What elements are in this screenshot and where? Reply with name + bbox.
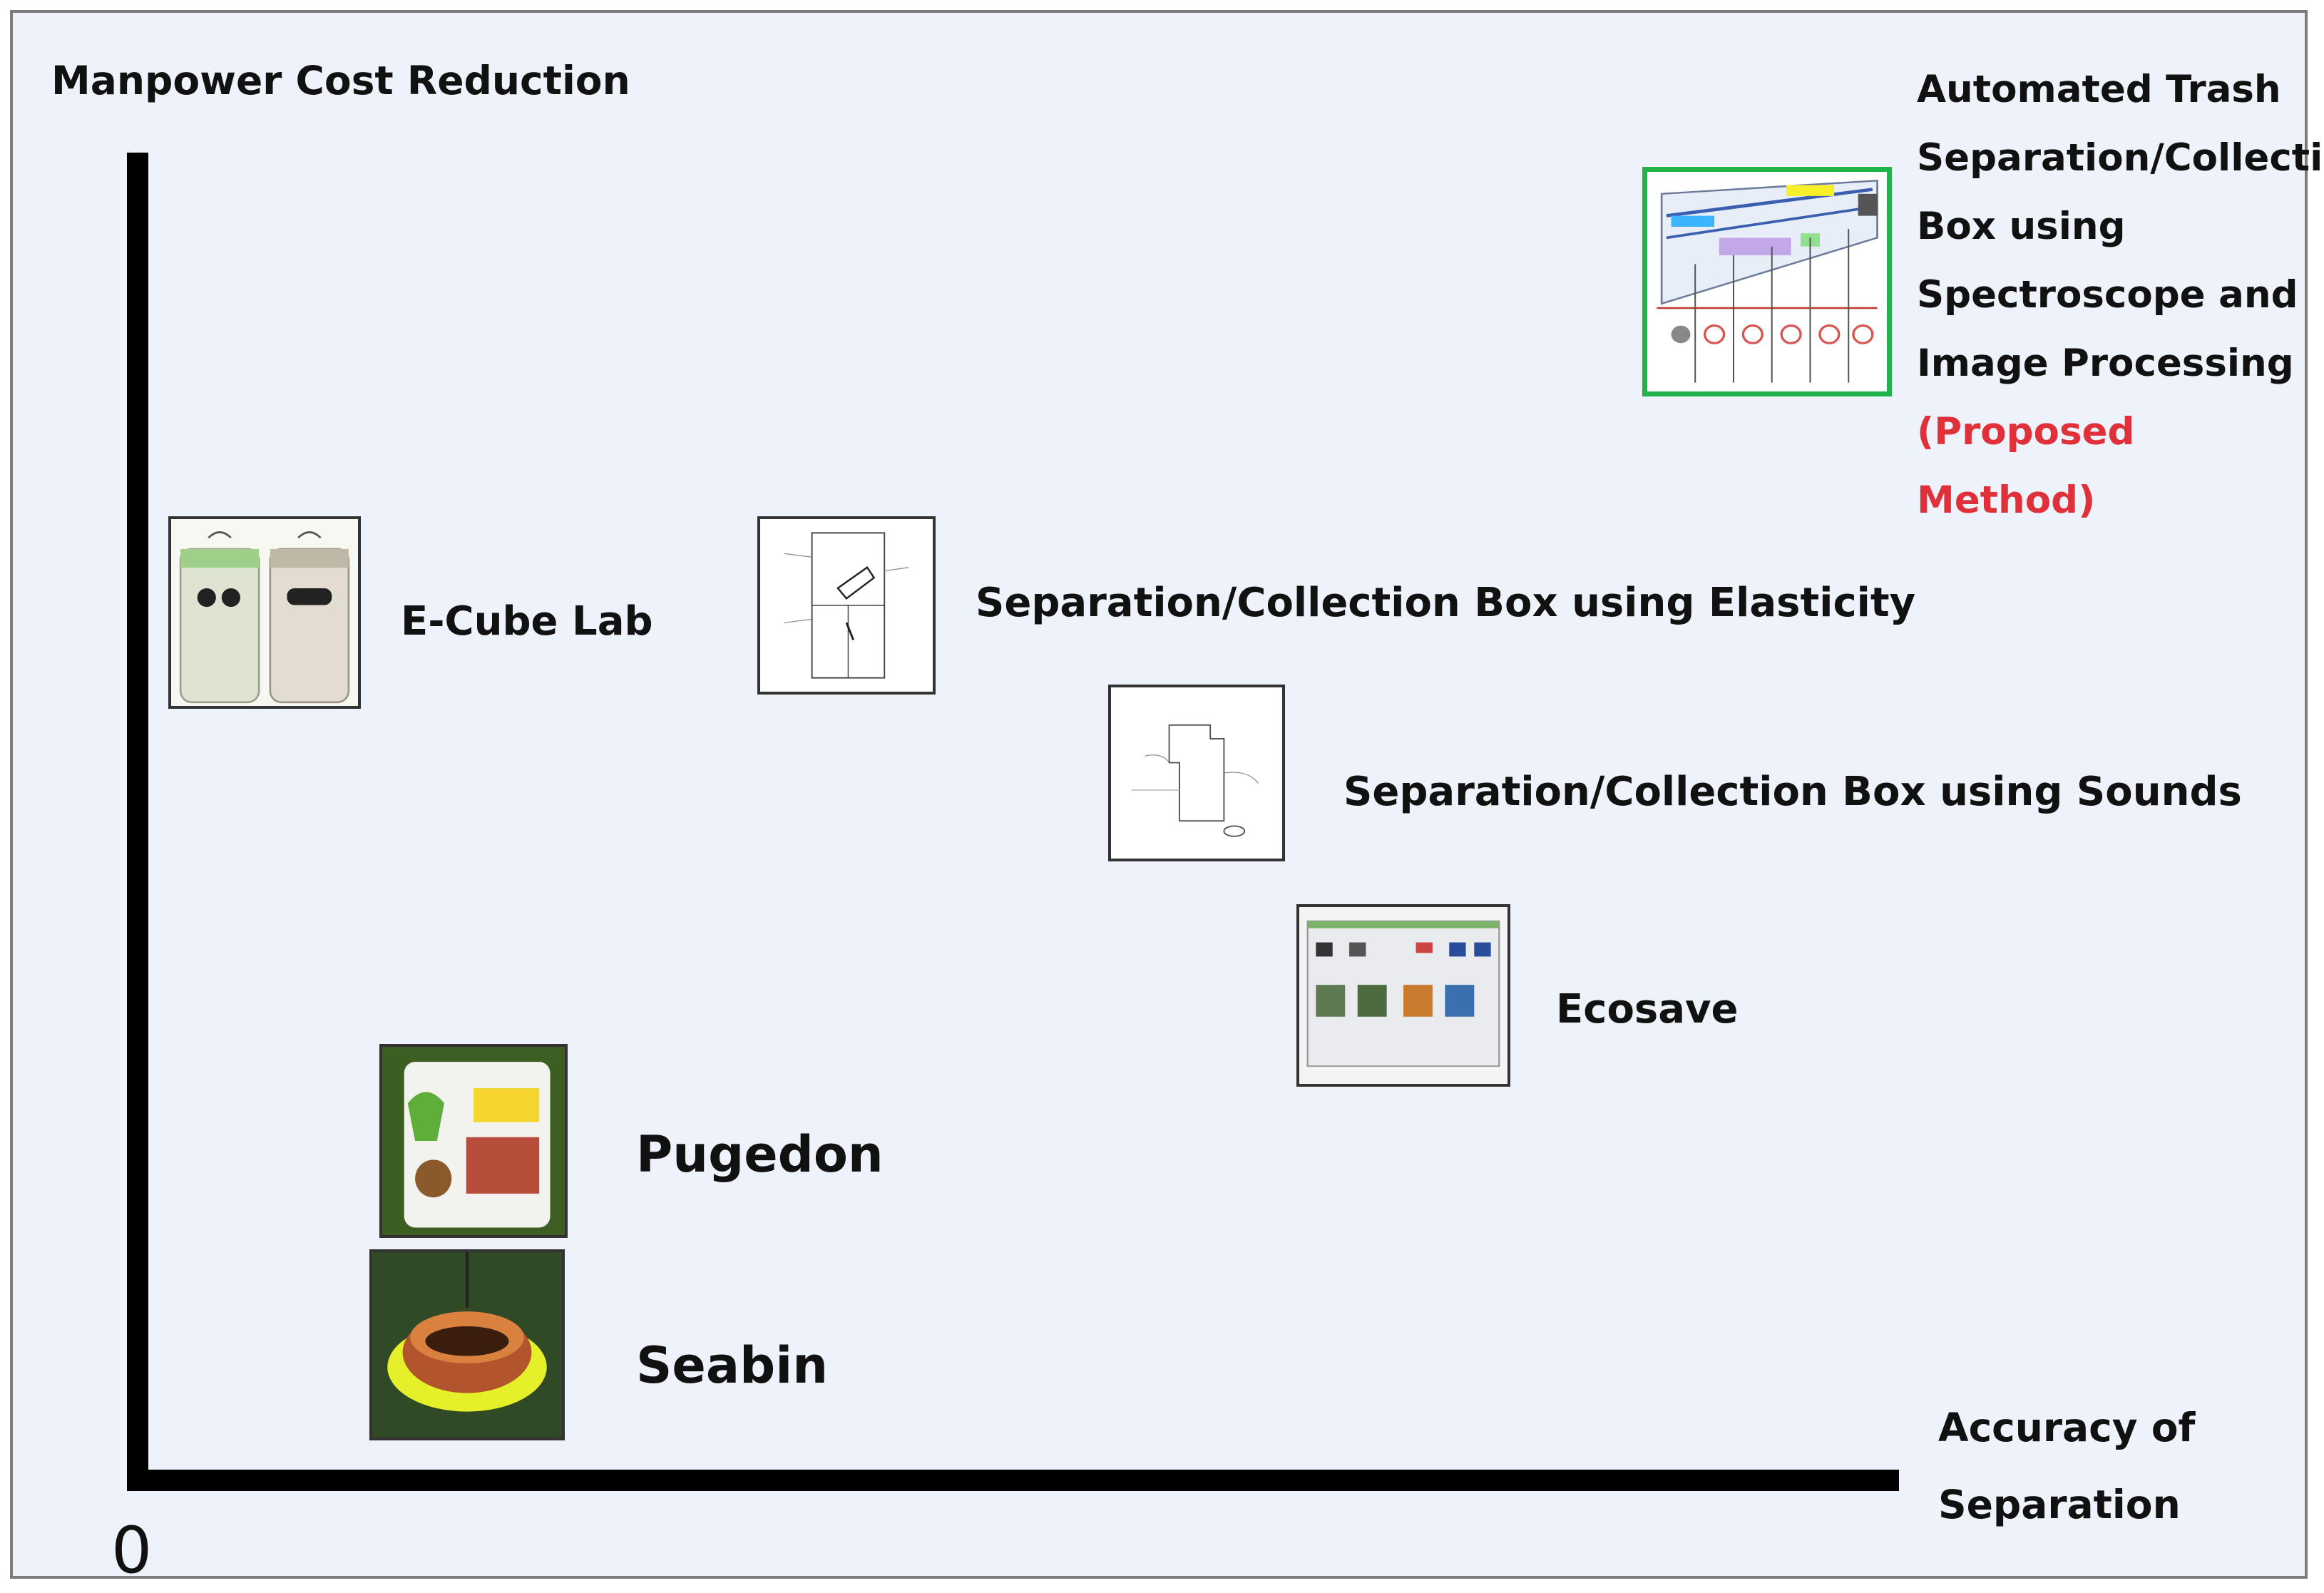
ecube-lab-label: E-Cube Lab bbox=[401, 598, 653, 645]
proposed-method-label: Automated Trash Separation/Collection Bo… bbox=[1917, 56, 2324, 535]
seabin-photo bbox=[369, 1249, 565, 1440]
origin-label: 0 bbox=[111, 1513, 153, 1588]
proposed-title-line-3: Box using bbox=[1917, 205, 2126, 248]
ecube-lab-photo bbox=[168, 516, 361, 709]
sounds-label: Separation/Collection Box using Sounds bbox=[1343, 769, 2242, 815]
y-axis-line bbox=[127, 153, 148, 1490]
diagram-frame: Manpower Cost Reduction Accuracy of Sepa… bbox=[10, 10, 2324, 1583]
elasticity-label: Separation/Collection Box using Elastici… bbox=[976, 580, 1916, 626]
ecosave-label: Ecosave bbox=[1556, 986, 1739, 1033]
pugedon-label: Pugedon bbox=[636, 1125, 884, 1184]
pugedon-photo bbox=[379, 1044, 568, 1238]
proposed-title-line-1: Automated Trash bbox=[1917, 68, 2281, 111]
elasticity-patent-drawing bbox=[757, 516, 936, 695]
y-axis-title: Manpower Cost Reduction bbox=[51, 58, 630, 103]
seabin-label: Seabin bbox=[636, 1336, 829, 1395]
proposed-title-line-4: Spectroscope and bbox=[1917, 273, 2298, 317]
sounds-patent-drawing bbox=[1108, 685, 1285, 861]
proposed-method-diagram bbox=[1642, 167, 1892, 396]
ecosave-photo bbox=[1296, 904, 1510, 1087]
x-axis-line bbox=[127, 1470, 1899, 1491]
x-axis-title: Accuracy of Separation bbox=[1938, 1405, 2196, 1527]
proposed-title-line-2: Separation/Collection bbox=[1917, 136, 2324, 180]
proposed-method-note: (Proposed Method) bbox=[1917, 410, 2135, 522]
proposed-title-line-5: Image Processing bbox=[1917, 342, 2294, 385]
